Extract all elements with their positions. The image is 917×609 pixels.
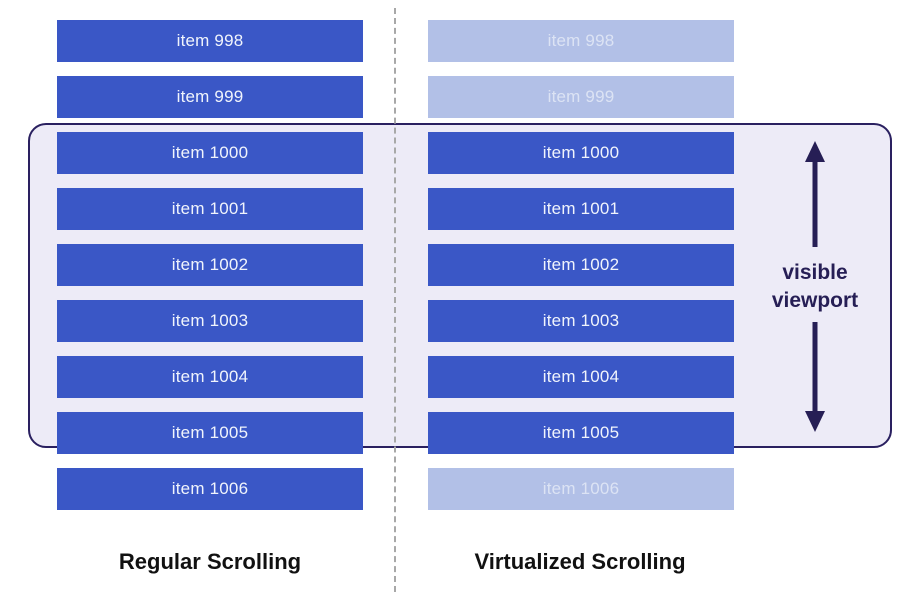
list-item: item 1002: [57, 244, 363, 286]
list-item: item 999: [428, 76, 734, 118]
viewport-label-line2: viewport: [771, 288, 859, 312]
list-item: item 1005: [428, 412, 734, 454]
list-item: item 1004: [428, 356, 734, 398]
list-item: item 1003: [428, 300, 734, 342]
virtualized-scrolling-title: Virtualized Scrolling: [474, 549, 686, 574]
list-item: item 1006: [428, 468, 734, 510]
list-item: item 999: [57, 76, 363, 118]
viewport-label: visible viewport: [740, 259, 890, 314]
list-item: item 1005: [57, 412, 363, 454]
list-item: item 1002: [428, 244, 734, 286]
list-item: item 998: [428, 20, 734, 62]
column-divider: [394, 8, 396, 592]
regular-scrolling-title: Regular Scrolling: [118, 549, 302, 574]
arrow-down-icon: [805, 322, 825, 432]
list-item: item 1001: [428, 188, 734, 230]
regular-scrolling-list: item 998 item 999 item 1000 item 1001 item 1…: [57, 20, 363, 510]
list-item: item 998: [57, 20, 363, 62]
list-item: item 1004: [57, 356, 363, 398]
list-item: item 1001: [57, 188, 363, 230]
virtualized-scrolling-list: item 998 item 999 item 1000 item 1001 item 1…: [428, 20, 734, 510]
list-item: item 1000: [57, 132, 363, 174]
list-item: item 1000: [428, 132, 734, 174]
list-item: item 1003: [57, 300, 363, 342]
viewport-label-line1: visible: [782, 261, 848, 284]
arrow-up-icon: [805, 141, 825, 247]
list-item: item 1006: [57, 468, 363, 510]
